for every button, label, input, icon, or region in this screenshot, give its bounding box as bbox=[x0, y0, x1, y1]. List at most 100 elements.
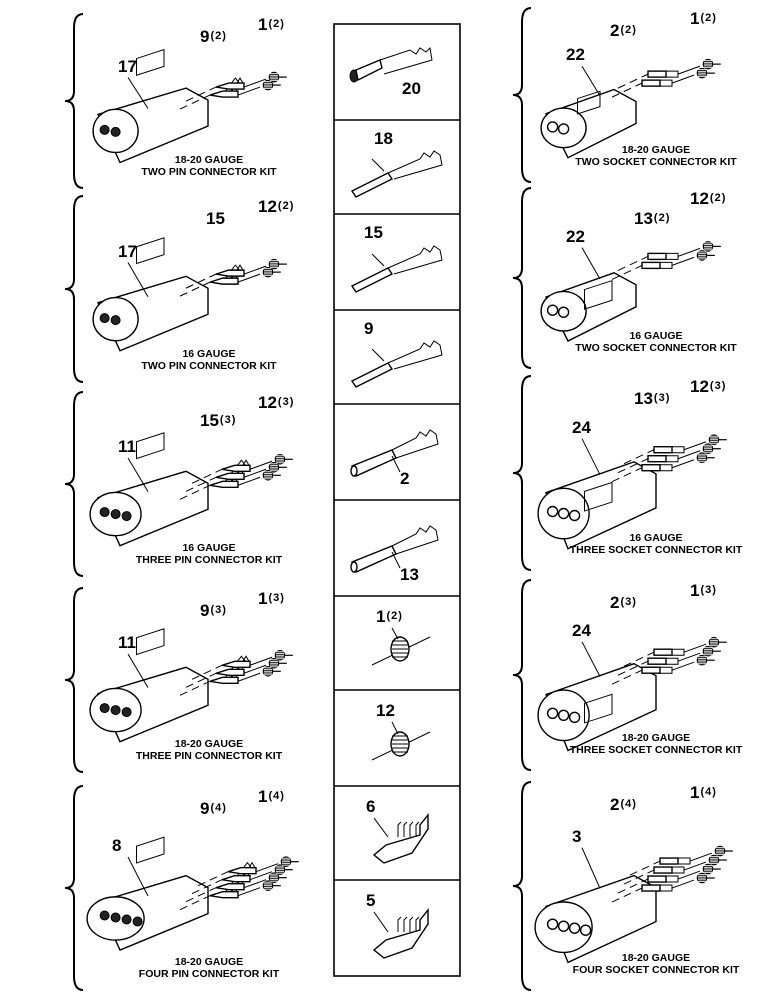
part-callout: 12 bbox=[376, 702, 395, 719]
pin-connector-housing bbox=[92, 48, 209, 164]
cable-seal bbox=[702, 58, 721, 70]
callout-number: 24 bbox=[572, 620, 591, 640]
wire-line bbox=[255, 863, 279, 873]
kit-gauge: 18-20 GAUGE bbox=[174, 154, 244, 166]
callout-quantity: (3) bbox=[700, 584, 717, 596]
callout-number: 22 bbox=[566, 226, 585, 246]
wire-line bbox=[237, 273, 261, 283]
leader-line bbox=[127, 262, 149, 297]
cable-seal bbox=[702, 863, 721, 875]
kit-gauge: 18-20 GAUGE bbox=[621, 144, 691, 156]
callout-quantity: (3) bbox=[277, 396, 295, 408]
cable-seal bbox=[268, 657, 287, 669]
cable-seal bbox=[696, 872, 715, 884]
callout-quantity: (2) bbox=[620, 24, 637, 36]
cable-seal bbox=[714, 845, 733, 857]
wire-line bbox=[671, 459, 695, 469]
cable-seal bbox=[268, 258, 287, 270]
assembly-guide-line bbox=[191, 664, 223, 680]
callout-number: 12 bbox=[376, 701, 395, 720]
kit-brace bbox=[64, 13, 84, 189]
callout-number: 2 bbox=[610, 21, 620, 40]
cable-seal bbox=[280, 856, 299, 867]
cable-seal bbox=[268, 461, 287, 473]
callout-number: 8 bbox=[112, 836, 122, 855]
kit-brace bbox=[512, 187, 532, 369]
wire-line bbox=[689, 852, 713, 862]
callout-number: 18 bbox=[374, 129, 393, 148]
socket-terminal bbox=[659, 857, 691, 865]
kit-name: THREE PIN CONNECTOR KIT bbox=[135, 554, 283, 566]
cable-seal bbox=[268, 872, 287, 883]
socket-terminal bbox=[641, 464, 673, 472]
wire-line bbox=[243, 265, 267, 275]
cable-seal bbox=[702, 645, 721, 657]
callout-quantity: (4) bbox=[700, 786, 717, 798]
kit-gauge: 18-20 GAUGE bbox=[621, 732, 691, 744]
assembly-guide-line bbox=[185, 86, 217, 102]
assembly-guide-line bbox=[191, 468, 223, 484]
callout-number: 12 bbox=[258, 197, 277, 216]
socket-connector-housing bbox=[537, 481, 657, 752]
kit-gauge: 18-20 GAUGE bbox=[174, 738, 244, 750]
socket-terminal bbox=[349, 46, 433, 83]
assembly-guide-line bbox=[179, 281, 211, 297]
seal-callout: 12(2) bbox=[690, 190, 726, 207]
kit-name: TWO PIN CONNECTOR KIT bbox=[141, 166, 277, 178]
cable-seal bbox=[268, 71, 287, 83]
housing-callout: 22 bbox=[566, 228, 585, 245]
leader-line bbox=[127, 77, 149, 109]
callout-quantity: (3) bbox=[653, 392, 671, 404]
wire-line bbox=[243, 468, 267, 478]
callout-number: 1 bbox=[690, 783, 700, 802]
housing-callout: 17 bbox=[118, 58, 137, 75]
terminal-callout: 13(2) bbox=[634, 210, 670, 227]
leader-line bbox=[581, 641, 601, 677]
pin-terminal bbox=[350, 150, 443, 198]
kit-brace bbox=[64, 587, 84, 773]
kit-brace bbox=[512, 375, 532, 571]
kit-gauge: 18-20 GAUGE bbox=[621, 952, 691, 964]
part-callout: 9 bbox=[364, 320, 373, 337]
socket-terminal bbox=[653, 446, 685, 454]
cable-seal bbox=[274, 649, 293, 661]
part-callout: 13 bbox=[400, 566, 419, 583]
part-callout: 5 bbox=[366, 892, 375, 909]
cable-seal bbox=[262, 266, 281, 278]
assembly-guide-line bbox=[191, 879, 223, 895]
wire-line bbox=[671, 74, 695, 84]
wire-line bbox=[683, 441, 707, 451]
callout-number: 12 bbox=[690, 377, 709, 396]
pin-terminal bbox=[350, 245, 443, 293]
socket-terminal bbox=[350, 525, 439, 573]
cable-seal bbox=[708, 636, 727, 648]
assembly-guide-line bbox=[623, 449, 655, 465]
callout-number: 1 bbox=[690, 9, 700, 28]
callout-number: 1 bbox=[258, 589, 268, 608]
callout-quantity: (4) bbox=[210, 802, 227, 814]
seal-callout: 12(3) bbox=[690, 378, 726, 395]
callout-number: 17 bbox=[118, 241, 137, 261]
seal-callout: 1(4) bbox=[690, 784, 717, 801]
cable-seal bbox=[708, 854, 727, 866]
kit-brace bbox=[512, 7, 532, 183]
assembly-guide-line bbox=[617, 458, 649, 474]
kit-name: FOUR SOCKET CONNECTOR KIT bbox=[572, 964, 740, 976]
assembly-guide-line bbox=[611, 669, 643, 685]
kit-name: TWO PIN CONNECTOR KIT bbox=[141, 360, 277, 372]
callout-number: 2 bbox=[610, 593, 620, 612]
housing-callout: 24 bbox=[572, 419, 591, 436]
socket-terminal bbox=[350, 429, 439, 477]
callout-number: 15 bbox=[200, 411, 219, 430]
callout-number: 9 bbox=[200, 601, 210, 620]
socket-terminal bbox=[647, 875, 679, 883]
part-callout: 6 bbox=[366, 798, 375, 815]
seal-callout: 12(2) bbox=[258, 198, 294, 215]
kit-name: THREE SOCKET CONNECTOR KIT bbox=[569, 544, 743, 556]
cable-seal bbox=[702, 443, 721, 455]
callout-number: 12 bbox=[690, 189, 709, 208]
pin-terminal bbox=[350, 340, 443, 388]
